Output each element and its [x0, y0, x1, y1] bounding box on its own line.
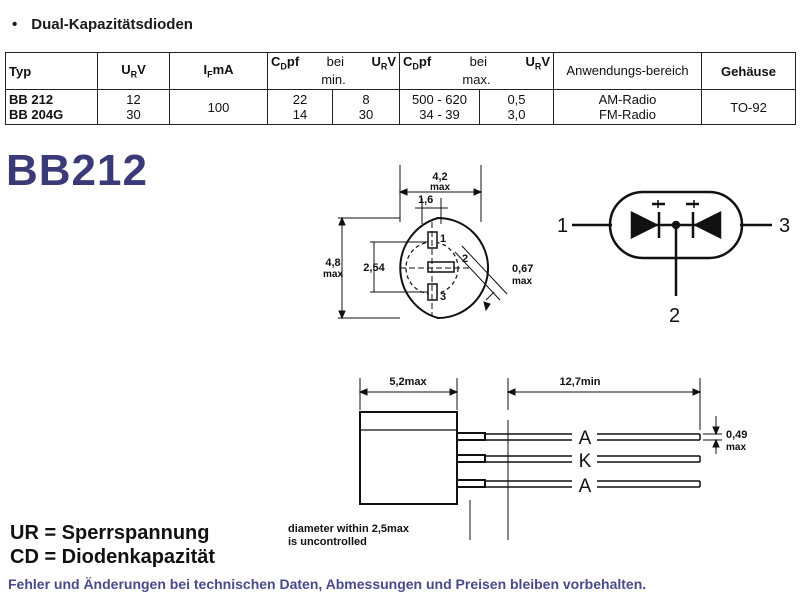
schematic-pin-1: 1 [557, 215, 568, 237]
schematic-pin-3: 3 [779, 215, 790, 237]
lead-label-a1: A [579, 428, 592, 449]
top-view-dimensions [338, 165, 508, 320]
section-heading: • Dual-Kapazitätsdioden [12, 16, 193, 33]
col-typ: Typ [5, 52, 98, 90]
dim-height-unit: max [323, 269, 343, 280]
dim-height: 4,8 [325, 257, 340, 269]
legend-cd: CD = Diodenkapazität [10, 546, 216, 568]
note-line-1: diameter within 2,5max [288, 523, 410, 535]
part-title: BB212 [6, 146, 148, 195]
dim-lead-len: 12,7min [560, 376, 601, 388]
heading-text: Dual-Kapazitätsdioden [31, 16, 193, 33]
top-pin-2: 2 [462, 253, 468, 265]
col-ur: URV [97, 52, 170, 90]
col-gehaeuse: Gehäuse [701, 52, 796, 90]
top-view-outline [399, 216, 489, 320]
bullet: • [12, 16, 18, 33]
dim-width-unit: max [430, 182, 450, 193]
side-view-leads [485, 420, 701, 540]
lead-label-a2: A [579, 476, 592, 497]
diode-schematic [572, 190, 772, 296]
note-line-2: is uncontrolled [288, 536, 367, 548]
legend-ur: UR = Sperrspannung [10, 522, 210, 544]
col-anwendung: Anwendungs-bereich [553, 52, 702, 90]
gehaeuse-cell: TO-92 [701, 89, 796, 125]
dim-pitch: 1,6 [418, 194, 433, 206]
schematic-pin-2: 2 [669, 305, 680, 327]
dim-lead: 0,67 [512, 263, 533, 275]
dim-lead-w-unit: max [726, 442, 746, 453]
dim-width: 4,2 [432, 171, 447, 183]
footer-disclaimer: Fehler und Änderungen bei technischen Da… [8, 576, 647, 592]
side-view-body [359, 411, 486, 505]
lead-label-k: K [579, 451, 592, 472]
side-view-dimensions [358, 378, 722, 540]
dim-body: 5,2max [389, 376, 427, 388]
dim-lead-w: 0,49 [726, 429, 747, 441]
dim-spacing: 2,54 [363, 262, 385, 274]
top-pin-3: 3 [440, 291, 446, 303]
top-pin-1: 1 [440, 233, 446, 245]
if-cell: 100 [169, 89, 268, 125]
dim-lead-unit: max [512, 276, 532, 287]
